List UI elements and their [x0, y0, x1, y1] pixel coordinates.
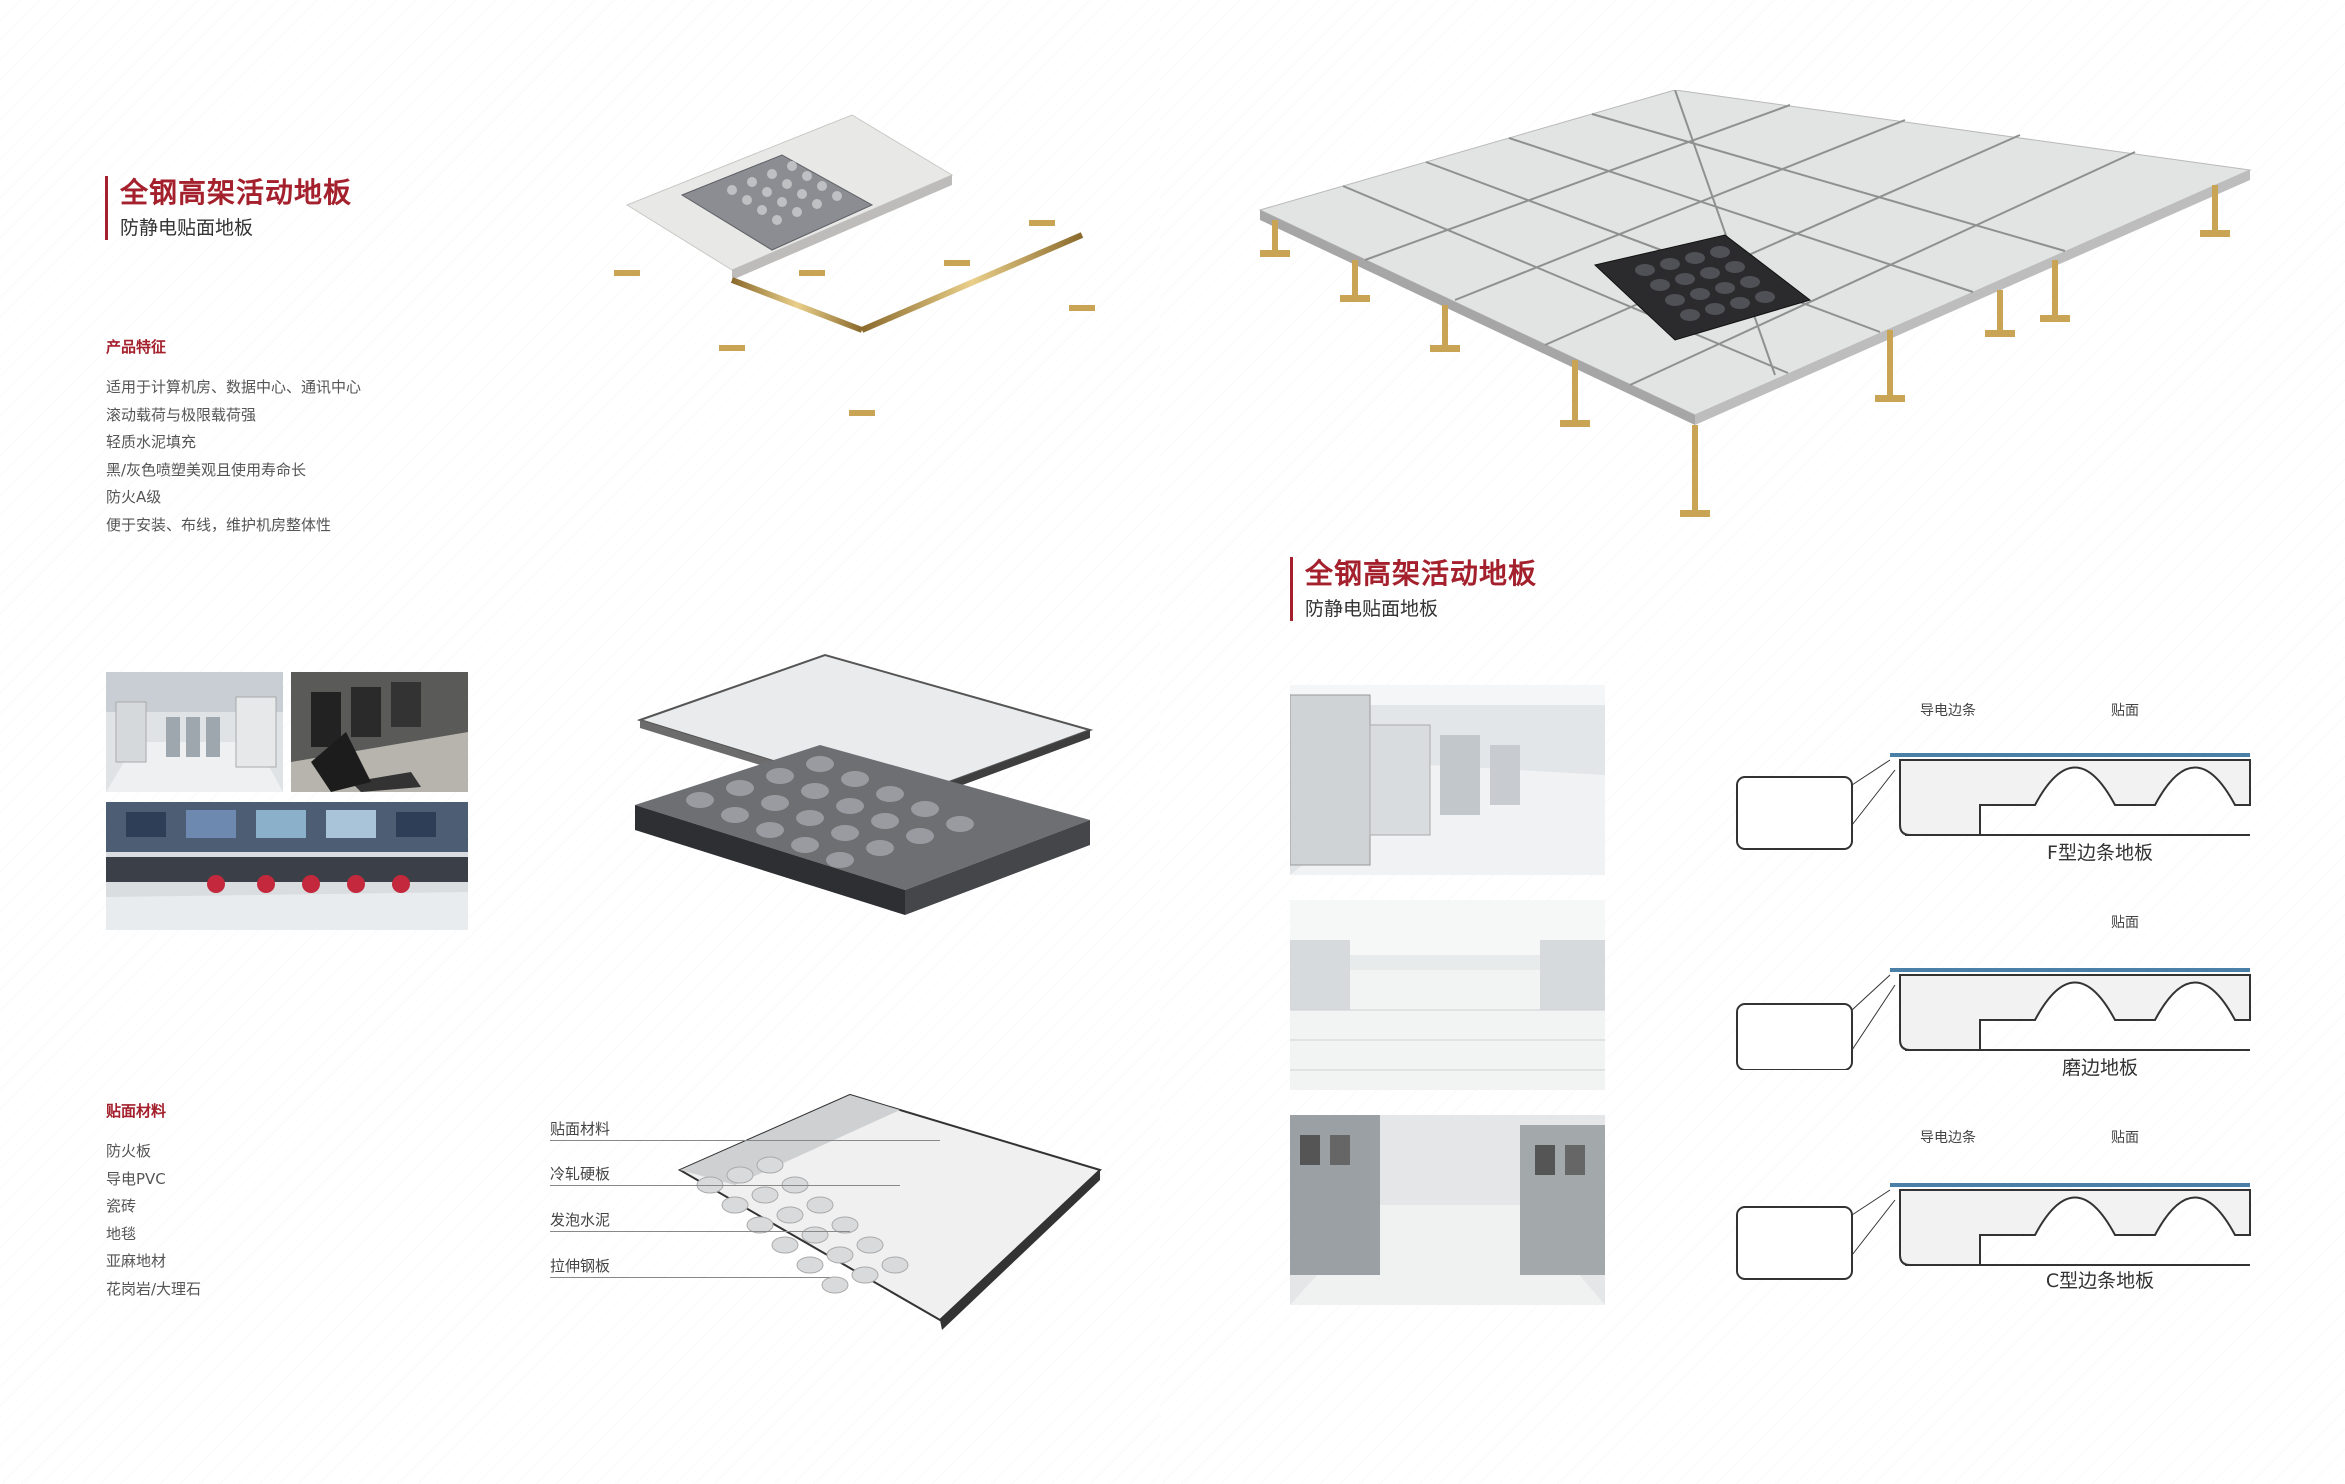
features-list: 适用于计算机房、数据中心、通讯中心 滚动载荷与极限载荷强 轻质水泥填充 黑/灰色… — [106, 374, 361, 539]
layer-label-surface: 贴面材料 — [550, 1120, 611, 1138]
feature-item: 轻质水泥填充 — [106, 433, 197, 451]
layer-label-cold-rolled: 冷轧硬板 — [550, 1165, 611, 1183]
material-item: 导电PVC — [106, 1169, 166, 1188]
right-title-block: 全钢高架活动地板 防静电贴面地板 — [1290, 557, 1537, 621]
layer-leader-foam-cement — [550, 1231, 850, 1232]
right-title: 全钢高架活动地板 — [1305, 557, 1538, 590]
profile-ground-label-surface: 贴面 — [2111, 915, 2139, 931]
photo-server-room — [106, 672, 283, 792]
profile-c-label-conductive-strip: 导电边条 — [1920, 1130, 1976, 1146]
material-item: 防火板 — [106, 1142, 152, 1160]
profile-diagram-c-edge — [1735, 1135, 2255, 1285]
left-title-block: 全钢高架活动地板 防静电贴面地板 — [105, 176, 352, 240]
profile-f-caption: F型边条地板 — [2047, 842, 2153, 864]
right-subtitle: 防静电贴面地板 — [1305, 598, 1439, 620]
profile-c-label-surface: 贴面 — [2111, 1130, 2139, 1146]
materials-heading: 贴面材料 — [106, 1102, 167, 1120]
layer-leader-steel — [550, 1277, 830, 1278]
layer-cutaway-illustration — [660, 1090, 1110, 1335]
profile-diagram-ground-edge — [1735, 920, 2255, 1070]
features-heading: 产品特征 — [106, 338, 167, 356]
material-item: 地毯 — [106, 1224, 137, 1243]
left-title: 全钢高架活动地板 — [120, 176, 353, 209]
feature-item: 滚动载荷与极限载荷强 — [106, 405, 257, 424]
material-item: 花岗岩/大理石 — [106, 1279, 202, 1298]
material-item: 瓷砖 — [106, 1197, 137, 1215]
profile-f-label-conductive-strip: 导电边条 — [1920, 703, 1976, 719]
exploded-panel-illustration — [630, 650, 1100, 930]
profile-f-label-surface: 贴面 — [2111, 703, 2139, 719]
layer-leader-cold-rolled — [550, 1185, 900, 1186]
layer-leader-surface — [550, 1140, 940, 1141]
feature-item: 黑/灰色喷塑美观且使用寿命长 — [106, 460, 307, 479]
left-subtitle: 防静电贴面地板 — [120, 217, 254, 239]
materials-list: 防火板 导电PVC 瓷砖 地毯 亚麻地材 花岗岩/大理石 — [106, 1138, 201, 1303]
photo-switchgear-room — [1290, 1115, 1605, 1305]
profile-c-caption: C型边条地板 — [2045, 1270, 2155, 1292]
feature-item: 便于安装、布线，维护机房整体性 — [106, 515, 332, 534]
feature-item: 适用于计算机房、数据中心、通讯中心 — [106, 378, 362, 396]
photo-empty-hall — [1290, 900, 1605, 1090]
raised-floor-illustration — [1255, 90, 2265, 560]
profile-diagram-f-edge — [1735, 705, 2255, 855]
material-item: 亚麻地材 — [106, 1252, 167, 1270]
profile-ground-caption: 磨边地板 — [2061, 1057, 2138, 1079]
pedestal-frame-illustration — [612, 110, 1112, 440]
photo-control-room — [106, 802, 468, 930]
layer-label-steel: 拉伸钢板 — [550, 1257, 611, 1275]
photo-cleanroom-machines — [1290, 685, 1605, 875]
feature-item: 防火A级 — [106, 488, 162, 506]
layer-label-foam-cement: 发泡水泥 — [550, 1211, 611, 1229]
photo-floor-open — [291, 672, 468, 792]
